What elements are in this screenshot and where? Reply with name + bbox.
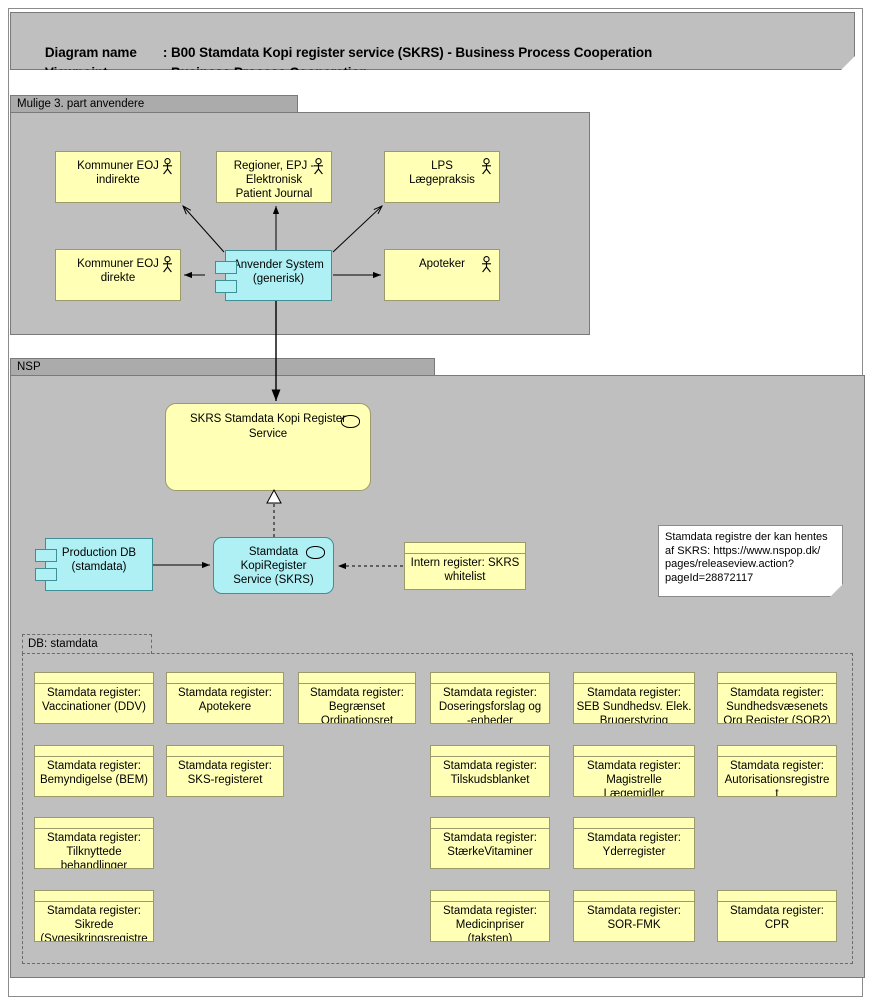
- register-label: Stamdata register: Yderregister: [587, 832, 681, 858]
- diagram-name-sep: :: [162, 45, 171, 60]
- register-box[interactable]: Stamdata register: Medicinpriser (takste…: [430, 890, 550, 942]
- register-label: Stamdata register: Begrænset Ordinations…: [310, 687, 404, 724]
- diagram-title-banner: Diagram name: B00 Stamdata Kopi register…: [10, 12, 855, 70]
- diagram-name-line: Diagram name: B00 Stamdata Kopi register…: [23, 30, 652, 75]
- register-label: Stamdata register: StærkeVitaminer: [443, 832, 537, 858]
- group-third-party-body: [10, 112, 590, 335]
- register-box[interactable]: Stamdata register: Bemyndigelse (BEM): [34, 745, 154, 797]
- actor-icon: [482, 158, 491, 175]
- register-label: Stamdata register: Medicinpriser (takste…: [443, 905, 537, 942]
- register-box[interactable]: Stamdata register: StærkeVitaminer: [430, 817, 550, 869]
- register-box[interactable]: Stamdata register: Sundhedsvæsenets Org …: [717, 672, 837, 724]
- register-box[interactable]: Stamdata register: Begrænset Ordinations…: [298, 672, 416, 724]
- group-db-stamdata[interactable]: DB: stamdata: [22, 634, 853, 964]
- register-box[interactable]: Stamdata register: CPR: [717, 890, 837, 942]
- register-box[interactable]: Stamdata register: Magistrelle Lægemidle…: [573, 745, 695, 797]
- register-box[interactable]: Stamdata register: SEB Sundhedsv. Elek. …: [573, 672, 695, 724]
- actor-icon: [163, 256, 172, 273]
- register-header-band: [35, 673, 153, 684]
- actor-icon: [163, 158, 172, 175]
- actor-label: LPS Lægepraksis: [409, 160, 475, 186]
- register-label: Stamdata register: Tilknyttede behandlin…: [47, 832, 141, 869]
- diagram-name-key: Diagram name: [44, 45, 137, 60]
- object-label: Intern register: SKRS whitelist: [410, 557, 520, 583]
- component-icon: [35, 549, 57, 587]
- actor-icon: [482, 256, 491, 273]
- actor-kommuner-eoj-indirekte[interactable]: Kommuner EOJ indirekte: [55, 151, 181, 203]
- register-box[interactable]: Stamdata register: Yderregister: [573, 817, 695, 869]
- register-label: Stamdata register: Magistrelle Lægemidle…: [587, 760, 681, 797]
- register-label: Stamdata register: SOR-FMK: [587, 905, 681, 931]
- register-header-band: [431, 673, 549, 684]
- register-header-band: [35, 818, 153, 829]
- register-box[interactable]: Stamdata register: Doseringsforslag og -…: [430, 672, 550, 724]
- register-box[interactable]: Stamdata register: Apotekere: [166, 672, 284, 724]
- component-icon: [215, 261, 237, 299]
- register-header-band: [35, 891, 153, 902]
- register-label: Stamdata register: SEB Sundhedsv. Elek. …: [576, 687, 692, 724]
- register-header-band: [431, 891, 549, 902]
- component-label: Production DB (stamdata): [61, 547, 137, 573]
- register-label: Stamdata register: Doseringsforslag og -…: [438, 687, 542, 724]
- register-header-band: [167, 673, 283, 684]
- register-box[interactable]: Stamdata register: Vaccinationer (DDV): [34, 672, 154, 724]
- register-label: Stamdata register: Vaccinationer (DDV): [42, 687, 146, 713]
- component-label: Stamdata KopiRegister Service (SKRS): [233, 546, 314, 586]
- register-box[interactable]: Stamdata register: Tilskudsblanket: [430, 745, 550, 797]
- register-box[interactable]: Stamdata register: Tilknyttede behandlin…: [34, 817, 154, 869]
- actor-regioner-epj[interactable]: Regioner, EPJ - Elektronisk Patient Jour…: [216, 151, 332, 203]
- actor-label: Kommuner EOJ direkte: [77, 258, 159, 284]
- register-header-band: [299, 673, 415, 684]
- group-nsp-tab: NSP: [10, 358, 435, 376]
- register-header-band: [718, 891, 836, 902]
- register-header-band: [718, 746, 836, 757]
- component-production-db[interactable]: Production DB (stamdata): [35, 538, 153, 591]
- actor-icon: [314, 158, 323, 175]
- actor-lps-laegepraksis[interactable]: LPS Lægepraksis: [384, 151, 500, 203]
- register-label: Stamdata register: Tilskudsblanket: [443, 760, 537, 786]
- component-label: Anvender System (generisk): [233, 259, 324, 285]
- diagram-name-value: B00 Stamdata Kopi register service (SKRS…: [170, 45, 653, 60]
- group-third-party-tab: Mulige 3. part anvendere: [10, 95, 298, 113]
- interface-oval-icon: [306, 546, 325, 559]
- register-box[interactable]: Stamdata register: Sikrede (Sygesikrings…: [34, 890, 154, 942]
- note-stamdata-registre[interactable]: Stamdata registre der kan hentes af SKRS…: [658, 525, 843, 597]
- note-text: Stamdata registre der kan hentes af SKRS…: [665, 531, 828, 584]
- register-header-band: [167, 746, 283, 757]
- register-box[interactable]: Stamdata register: Autorisationsregistre…: [717, 745, 837, 797]
- register-label: Stamdata register: SKS-registeret: [178, 760, 272, 786]
- register-box[interactable]: Stamdata register: SOR-FMK: [573, 890, 695, 942]
- group-db-stamdata-body: [22, 653, 853, 964]
- service-skrs-stamdata-kopi-register[interactable]: SKRS Stamdata Kopi Register Service: [165, 403, 371, 491]
- actor-label: Apoteker: [418, 258, 466, 270]
- component-anvender-system[interactable]: Anvender System (generisk): [215, 250, 332, 301]
- register-label: Stamdata register: Bemyndigelse (BEM): [39, 760, 148, 786]
- component-stamdata-kopiregister-service[interactable]: Stamdata KopiRegister Service (SKRS): [213, 537, 334, 594]
- actor-label: Kommuner EOJ indirekte: [77, 160, 159, 186]
- register-header-band: [35, 746, 153, 757]
- register-header-band: [431, 746, 549, 757]
- register-header-band: [574, 673, 694, 684]
- actor-kommuner-eoj-direkte[interactable]: Kommuner EOJ direkte: [55, 249, 181, 301]
- object-header-band: [405, 543, 525, 554]
- register-label: Stamdata register: Sundhedsvæsenets Org …: [723, 687, 831, 724]
- register-label: Stamdata register: CPR: [730, 905, 824, 931]
- register-header-band: [574, 746, 694, 757]
- object-intern-register-skrs-whitelist[interactable]: Intern register: SKRS whitelist: [404, 542, 526, 590]
- register-box[interactable]: Stamdata register: SKS-registeret: [166, 745, 284, 797]
- actor-apoteker[interactable]: Apoteker: [384, 249, 500, 301]
- group-db-stamdata-tab: DB: stamdata: [22, 634, 152, 654]
- register-header-band: [574, 818, 694, 829]
- actor-label: Regioner, EPJ - Elektronisk Patient Jour…: [233, 160, 315, 200]
- register-label: Stamdata register: Apotekere: [178, 687, 272, 713]
- register-header-band: [431, 818, 549, 829]
- register-label: Stamdata register: Autorisationsregistre…: [724, 760, 830, 797]
- register-label: Stamdata register: Sikrede (Sygesikrings…: [40, 905, 148, 942]
- register-header-band: [574, 891, 694, 902]
- register-header-band: [718, 673, 836, 684]
- interface-oval-icon: [341, 415, 360, 428]
- service-label: SKRS Stamdata Kopi Register Service: [190, 413, 346, 440]
